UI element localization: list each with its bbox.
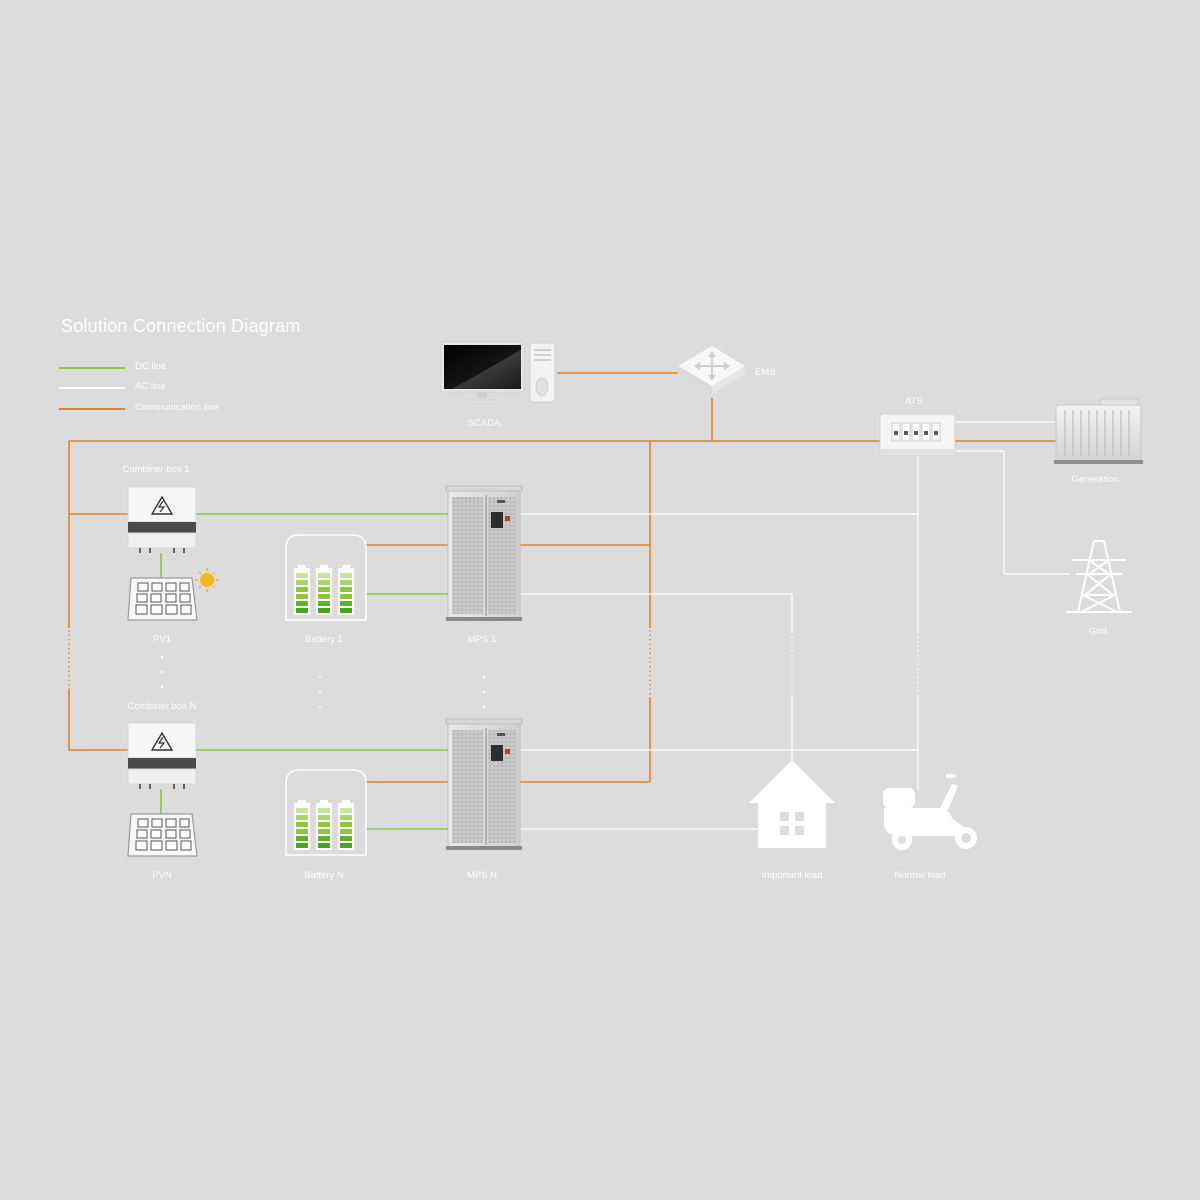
legend-ac-swatch	[59, 387, 125, 389]
grid-label: Grid	[1089, 626, 1107, 637]
battery-1-label: Battery 1	[304, 634, 344, 645]
legend-dc-label: DC line	[135, 361, 167, 372]
ac-dotted-breaks	[791, 632, 919, 696]
mps-n-label: MPS N	[466, 870, 498, 881]
communication-dotted-breaks	[68, 630, 651, 697]
pv-1-label: PV1	[153, 634, 171, 645]
sun-icon	[195, 568, 219, 592]
generator-icon	[1054, 398, 1143, 464]
generation-label: Generation	[1071, 474, 1119, 485]
mps-n-cabinet-icon	[445, 718, 523, 850]
ac-lines	[520, 421, 1070, 830]
pv-n-label: PVN	[152, 870, 172, 881]
legend-ac-label: AC line	[135, 381, 166, 392]
combiner-box-1-label: Combiner box 1	[122, 464, 190, 475]
mps-1-cabinet-icon	[445, 485, 523, 621]
legend-communication-swatch	[59, 408, 125, 410]
ems-switch-icon	[678, 346, 745, 394]
house-icon	[749, 760, 835, 848]
battery-n-icon	[285, 769, 367, 856]
pv-n-panel-icon	[127, 813, 198, 857]
normal-load-label: Normal load	[894, 870, 946, 881]
ats-label: ATS	[905, 396, 923, 407]
scada-label: SCADA	[467, 418, 501, 429]
combiner-box-1-icon	[127, 486, 197, 553]
legend-communication-label: Communication line	[135, 402, 219, 413]
important-load-label: Important load	[761, 870, 823, 881]
ems-label: EMS	[755, 367, 776, 378]
dc-lines	[160, 513, 448, 830]
legend-dc-swatch	[59, 367, 125, 369]
mps-1-label: MPS 1	[467, 634, 497, 645]
diagram-title: Solution Connection Diagram	[61, 316, 301, 336]
combiner-box-n-label: Combiner box N	[127, 701, 197, 712]
pv-1-panel-icon	[127, 577, 198, 621]
scada-computer-icon	[440, 341, 556, 403]
ellipsis-dots	[160, 655, 486, 709]
ats-switchgear-icon	[879, 413, 956, 456]
communication-lines	[68, 372, 1056, 783]
combiner-box-n-icon	[127, 722, 197, 789]
scooter-icon	[883, 774, 977, 850]
battery-n-label: Battery N	[304, 870, 344, 881]
battery-1-icon	[285, 534, 367, 621]
grid-tower-icon	[1066, 540, 1132, 613]
